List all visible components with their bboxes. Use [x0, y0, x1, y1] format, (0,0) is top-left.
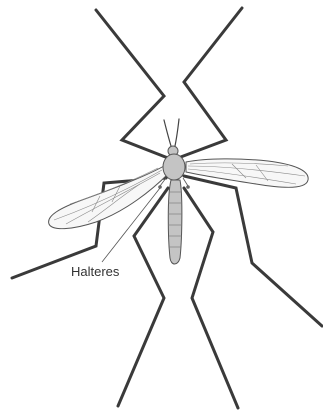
antennae: [164, 119, 179, 146]
abdomen: [168, 180, 182, 264]
haltere-right: [183, 178, 188, 186]
haltere-right-knob: [186, 185, 190, 189]
thorax: [163, 154, 185, 180]
front-left-leg: [96, 10, 168, 158]
halteres-label: Halteres: [71, 264, 120, 279]
front-right-leg: [178, 8, 242, 158]
body: [163, 146, 185, 264]
legs: [12, 8, 322, 408]
middle-right-leg: [184, 176, 322, 326]
hind-right-leg: [184, 188, 238, 408]
left-antenna: [164, 120, 171, 146]
hind-left-leg: [118, 188, 168, 406]
right-antenna: [175, 119, 179, 146]
